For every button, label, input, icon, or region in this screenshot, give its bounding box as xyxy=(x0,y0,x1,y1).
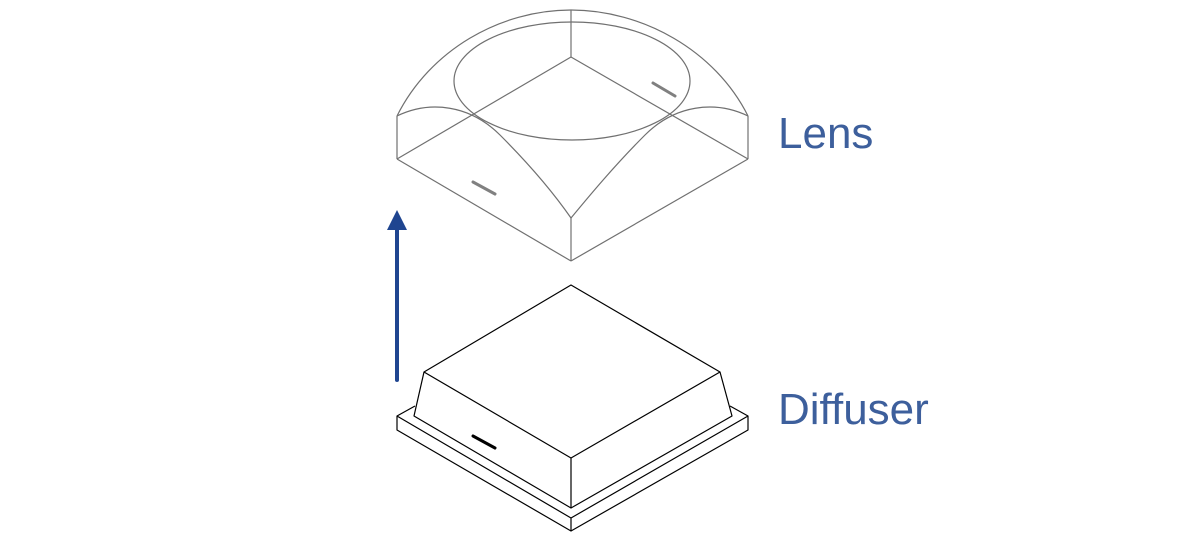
lens-ring xyxy=(453,21,691,141)
diffuser-top-face xyxy=(423,284,721,459)
diffuser-body xyxy=(413,371,733,509)
lens-dome-outline xyxy=(396,9,749,117)
lens-tick-back xyxy=(651,81,677,98)
lens-bottom-right xyxy=(570,158,749,262)
diffuser-tick xyxy=(471,434,497,450)
lens-drawing xyxy=(396,9,749,262)
lens-inner-left-edge xyxy=(396,56,572,160)
diffuser-drawing xyxy=(396,284,749,532)
diffuser-base-plate xyxy=(396,405,749,532)
diffuser-label: Diffuser xyxy=(778,385,929,434)
lens-right-curve xyxy=(570,106,749,219)
lens-left-curve xyxy=(396,106,572,219)
lens-bottom-left xyxy=(396,158,572,262)
lens-inner-right-edge xyxy=(570,56,749,160)
lens-label: Lens xyxy=(778,109,874,158)
lens-tick-front xyxy=(471,180,497,196)
arrow-up-icon xyxy=(387,210,407,382)
